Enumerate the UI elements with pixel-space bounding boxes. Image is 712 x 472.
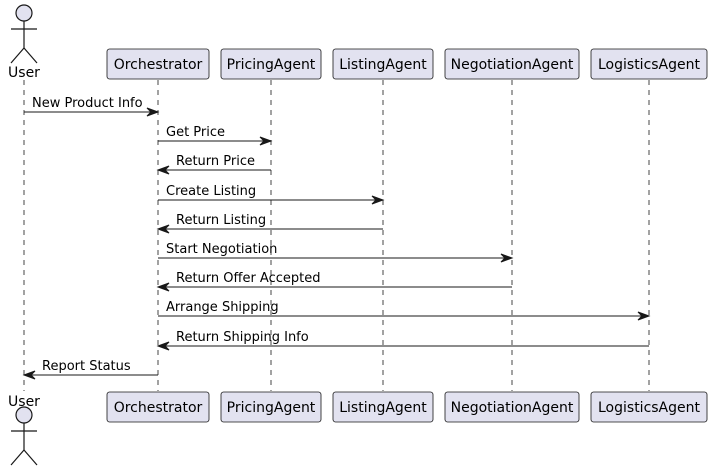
arrowhead-icon: [371, 195, 385, 205]
message-7: Return Offer Accepted: [156, 271, 512, 292]
arrowhead-icon: [156, 341, 170, 351]
message-3: Return Price: [156, 154, 271, 175]
participant-label: ListingAgent: [339, 400, 427, 416]
participant-label: NegotiationAgent: [451, 57, 574, 73]
participant-bottom-logistics: LogisticsAgent: [590, 391, 708, 423]
participant-label: User: [8, 394, 40, 410]
participant-box: [220, 391, 322, 423]
message-5: Return Listing: [156, 213, 383, 234]
message-label: New Product Info: [32, 96, 143, 111]
participant-label: LogisticsAgent: [598, 400, 701, 416]
message-10: Report Status: [22, 359, 158, 380]
participant-bottom-pricing: PricingAgent: [220, 391, 322, 423]
message-label: Return Shipping Info: [176, 330, 309, 345]
participants-bottom: User Orchestrator PricingAgent ListingAgent…: [8, 391, 708, 466]
arrowhead-icon: [156, 224, 170, 234]
participant-bottom-orchestrator: Orchestrator: [106, 391, 210, 423]
actor-icon: [10, 4, 38, 64]
message-label: Start Negotiation: [166, 242, 277, 257]
participant-box: [444, 48, 580, 80]
participants-top: User Orchestrator PricingAgent ListingAgent…: [8, 4, 708, 81]
message-8: Arrange Shipping: [158, 300, 651, 321]
participant-box: [106, 48, 210, 80]
message-4: Create Listing: [158, 184, 385, 205]
message-1: New Product Info: [24, 96, 160, 117]
participant-label: Orchestrator: [114, 57, 203, 73]
arrowhead-icon: [156, 165, 170, 175]
arrowhead-icon: [500, 253, 514, 263]
message-9: Return Shipping Info: [156, 330, 649, 351]
participant-label: PricingAgent: [227, 57, 316, 73]
arrowhead-icon: [156, 282, 170, 292]
arrowhead-icon: [22, 370, 36, 380]
message-6: Start Negotiation: [158, 242, 514, 263]
participant-bottom-listing: ListingAgent: [332, 391, 434, 423]
message-label: Return Price: [176, 154, 255, 169]
participant-top-pricing: PricingAgent: [220, 48, 322, 80]
participant-label: LogisticsAgent: [598, 57, 701, 73]
actor-icon: [10, 406, 38, 466]
message-label: Report Status: [42, 359, 131, 374]
message-label: Return Listing: [176, 213, 266, 228]
participant-top-listing: ListingAgent: [332, 48, 434, 80]
lifelines: [23, 80, 650, 391]
message-label: Arrange Shipping: [166, 300, 279, 315]
participant-box: [444, 391, 580, 423]
message-2: Get Price: [158, 125, 273, 146]
participant-box: [332, 48, 434, 80]
arrowhead-icon: [637, 311, 651, 321]
participant-box: [332, 391, 434, 423]
participant-bottom-negotiation: NegotiationAgent: [444, 391, 580, 423]
participant-top-negotiation: NegotiationAgent: [444, 48, 580, 80]
participant-label: User: [8, 65, 40, 81]
participant-top-logistics: LogisticsAgent: [590, 48, 708, 80]
message-label: Get Price: [166, 125, 225, 140]
message-label: Create Listing: [166, 184, 256, 199]
message-label: Return Offer Accepted: [176, 271, 321, 286]
participant-box: [106, 391, 210, 423]
participant-box: [590, 48, 708, 80]
participant-top-user: User: [8, 4, 40, 81]
participant-box: [590, 391, 708, 423]
participant-label: ListingAgent: [339, 57, 427, 73]
arrowhead-icon: [259, 136, 273, 146]
participant-top-orchestrator: Orchestrator: [106, 48, 210, 80]
arrowhead-icon: [146, 107, 160, 117]
participant-label: Orchestrator: [114, 400, 203, 416]
participant-label: PricingAgent: [227, 400, 316, 416]
participant-label: NegotiationAgent: [451, 400, 574, 416]
participant-box: [220, 48, 322, 80]
participant-bottom-user: User: [8, 394, 40, 466]
